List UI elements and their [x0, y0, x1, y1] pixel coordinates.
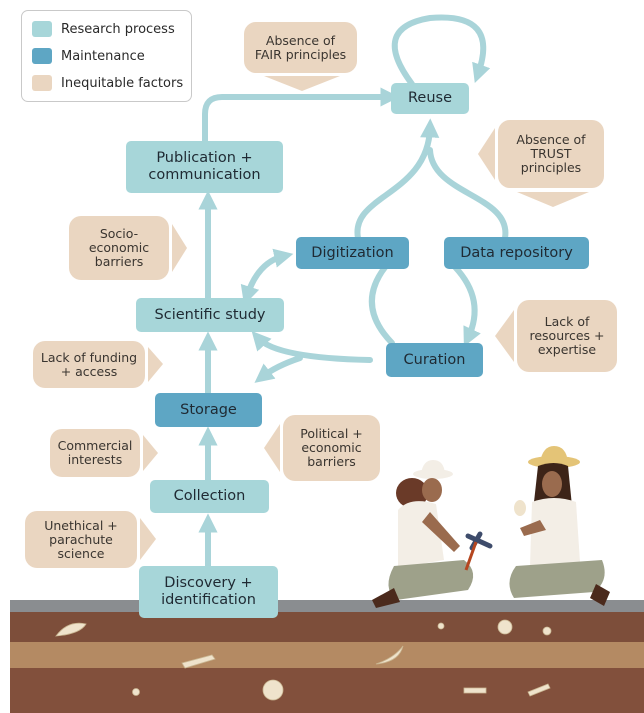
shell-fossil-2 — [497, 619, 513, 635]
legend-label-research: Research process — [61, 21, 175, 37]
factor-commercial: Commercial interests — [57, 438, 133, 467]
legend: Research process Maintenance Inequitable… — [21, 10, 192, 102]
pebble-fossil-3 — [132, 688, 140, 696]
factor-pointer-funding — [148, 347, 163, 382]
factor-box-trust — [498, 120, 604, 188]
factor-trust: Absence of TRUST principles — [516, 132, 586, 175]
soil-surface — [10, 600, 644, 612]
arrow-publication-to-reuse — [202, 87, 400, 144]
bone-fossil-3 — [527, 683, 551, 697]
researcher-right-boot — [590, 584, 610, 606]
factor-box-socio — [69, 216, 169, 280]
node-discovery: Discovery + identification — [139, 566, 278, 618]
legend-item-maintenance: Maintenance — [32, 48, 145, 64]
legend-item-inequitable: Inequitable factors — [32, 75, 183, 91]
researcher-left-hair — [396, 478, 428, 508]
fossils — [55, 619, 552, 701]
legend-swatch-maintenance — [32, 48, 52, 64]
node-digitization: Digitization — [296, 237, 409, 269]
hammer-handle — [464, 541, 478, 571]
fossil-in-hand — [514, 500, 526, 516]
legend-label-inequitable: Inequitable factors — [61, 75, 184, 91]
factor-box-unethical — [25, 511, 137, 568]
soil-layer-top — [10, 612, 644, 642]
legend-swatch-inequitable — [32, 75, 52, 91]
factor-pointer-socio — [172, 224, 187, 272]
researcher-left-arm — [422, 512, 460, 552]
node-storage: Storage — [155, 393, 262, 427]
factor-fair: Absence of FAIR principles — [254, 32, 347, 62]
arrow-curation-loop-left — [369, 263, 395, 346]
factor-pointer-political — [264, 424, 280, 472]
pebble-fossil-1 — [437, 622, 445, 630]
legend-swatch-research — [32, 21, 52, 37]
arrow-study-digitization — [240, 248, 294, 306]
factor-box-fair — [244, 22, 357, 73]
arrow-reuse-loop — [391, 14, 491, 87]
factor-resources: Lack of resources + expertise — [529, 314, 605, 357]
hammer-icon — [465, 531, 493, 551]
researcher-right-hat-crown — [540, 446, 568, 462]
soil-layer-bottom — [10, 668, 644, 713]
factor-funding: Lack of funding + access — [40, 349, 138, 379]
soil-layer-middle — [10, 642, 644, 668]
researcher-right-skirt — [509, 560, 605, 598]
shell-fossil-1 — [55, 622, 87, 637]
pebble-fossil-2 — [542, 626, 552, 636]
flow-arrows — [198, 14, 509, 569]
arrow-digitization-to-reuse — [354, 118, 440, 241]
researcher-right-arm — [520, 520, 546, 536]
researcher-right-face — [542, 471, 562, 497]
factor-pointer-trust-left — [478, 128, 495, 180]
factor-pointer-trust-bottom — [517, 192, 589, 207]
researcher-left-legs — [388, 560, 474, 600]
node-scientific-study: Scientific study — [136, 298, 284, 332]
node-publication: Publication + communication — [126, 141, 283, 193]
legend-item-research: Research process — [32, 21, 175, 37]
factor-pointer-resources — [495, 310, 514, 362]
legend-label-maintenance: Maintenance — [61, 48, 145, 64]
node-collection: Collection — [150, 480, 269, 513]
factor-box-funding — [33, 341, 145, 388]
factor-political: Political + economic barriers — [300, 426, 363, 469]
node-reuse: Reuse — [391, 83, 469, 114]
factor-unethical: Unethical + parachute science — [44, 517, 118, 561]
soil-layers — [10, 600, 644, 713]
node-data-repository: Data repository — [444, 237, 589, 269]
researcher-left-boot — [372, 588, 400, 608]
researcher-left — [372, 460, 493, 608]
arrow-repository-to-reuse — [427, 147, 509, 241]
bone-fossil-1 — [181, 654, 216, 669]
bone-fossil-2 — [463, 687, 487, 694]
ammonite-fossil — [262, 679, 284, 701]
arrow-curation-loop-right — [452, 264, 481, 347]
node-curation: Curation — [386, 343, 483, 377]
arrow-study-curation — [251, 330, 373, 363]
factor-box-resources — [517, 300, 617, 372]
factor-pointer-commercial — [143, 435, 158, 471]
researcher-right-shirt — [530, 498, 580, 566]
factor-pointer-fair — [264, 76, 340, 91]
arrow-curation-to-storage — [254, 355, 303, 383]
shell-fossil-3 — [375, 645, 404, 665]
factor-pointer-unethical — [140, 518, 156, 560]
factor-socio-economic: Socio- economic barriers — [88, 226, 150, 269]
inequitable-factor-shapes — [25, 22, 617, 568]
researcher-left-face — [422, 478, 442, 502]
researcher-left-hat-crown — [421, 460, 445, 474]
researcher-right — [509, 446, 610, 606]
factor-box-political — [283, 415, 380, 481]
factor-box-commercial — [50, 429, 140, 477]
